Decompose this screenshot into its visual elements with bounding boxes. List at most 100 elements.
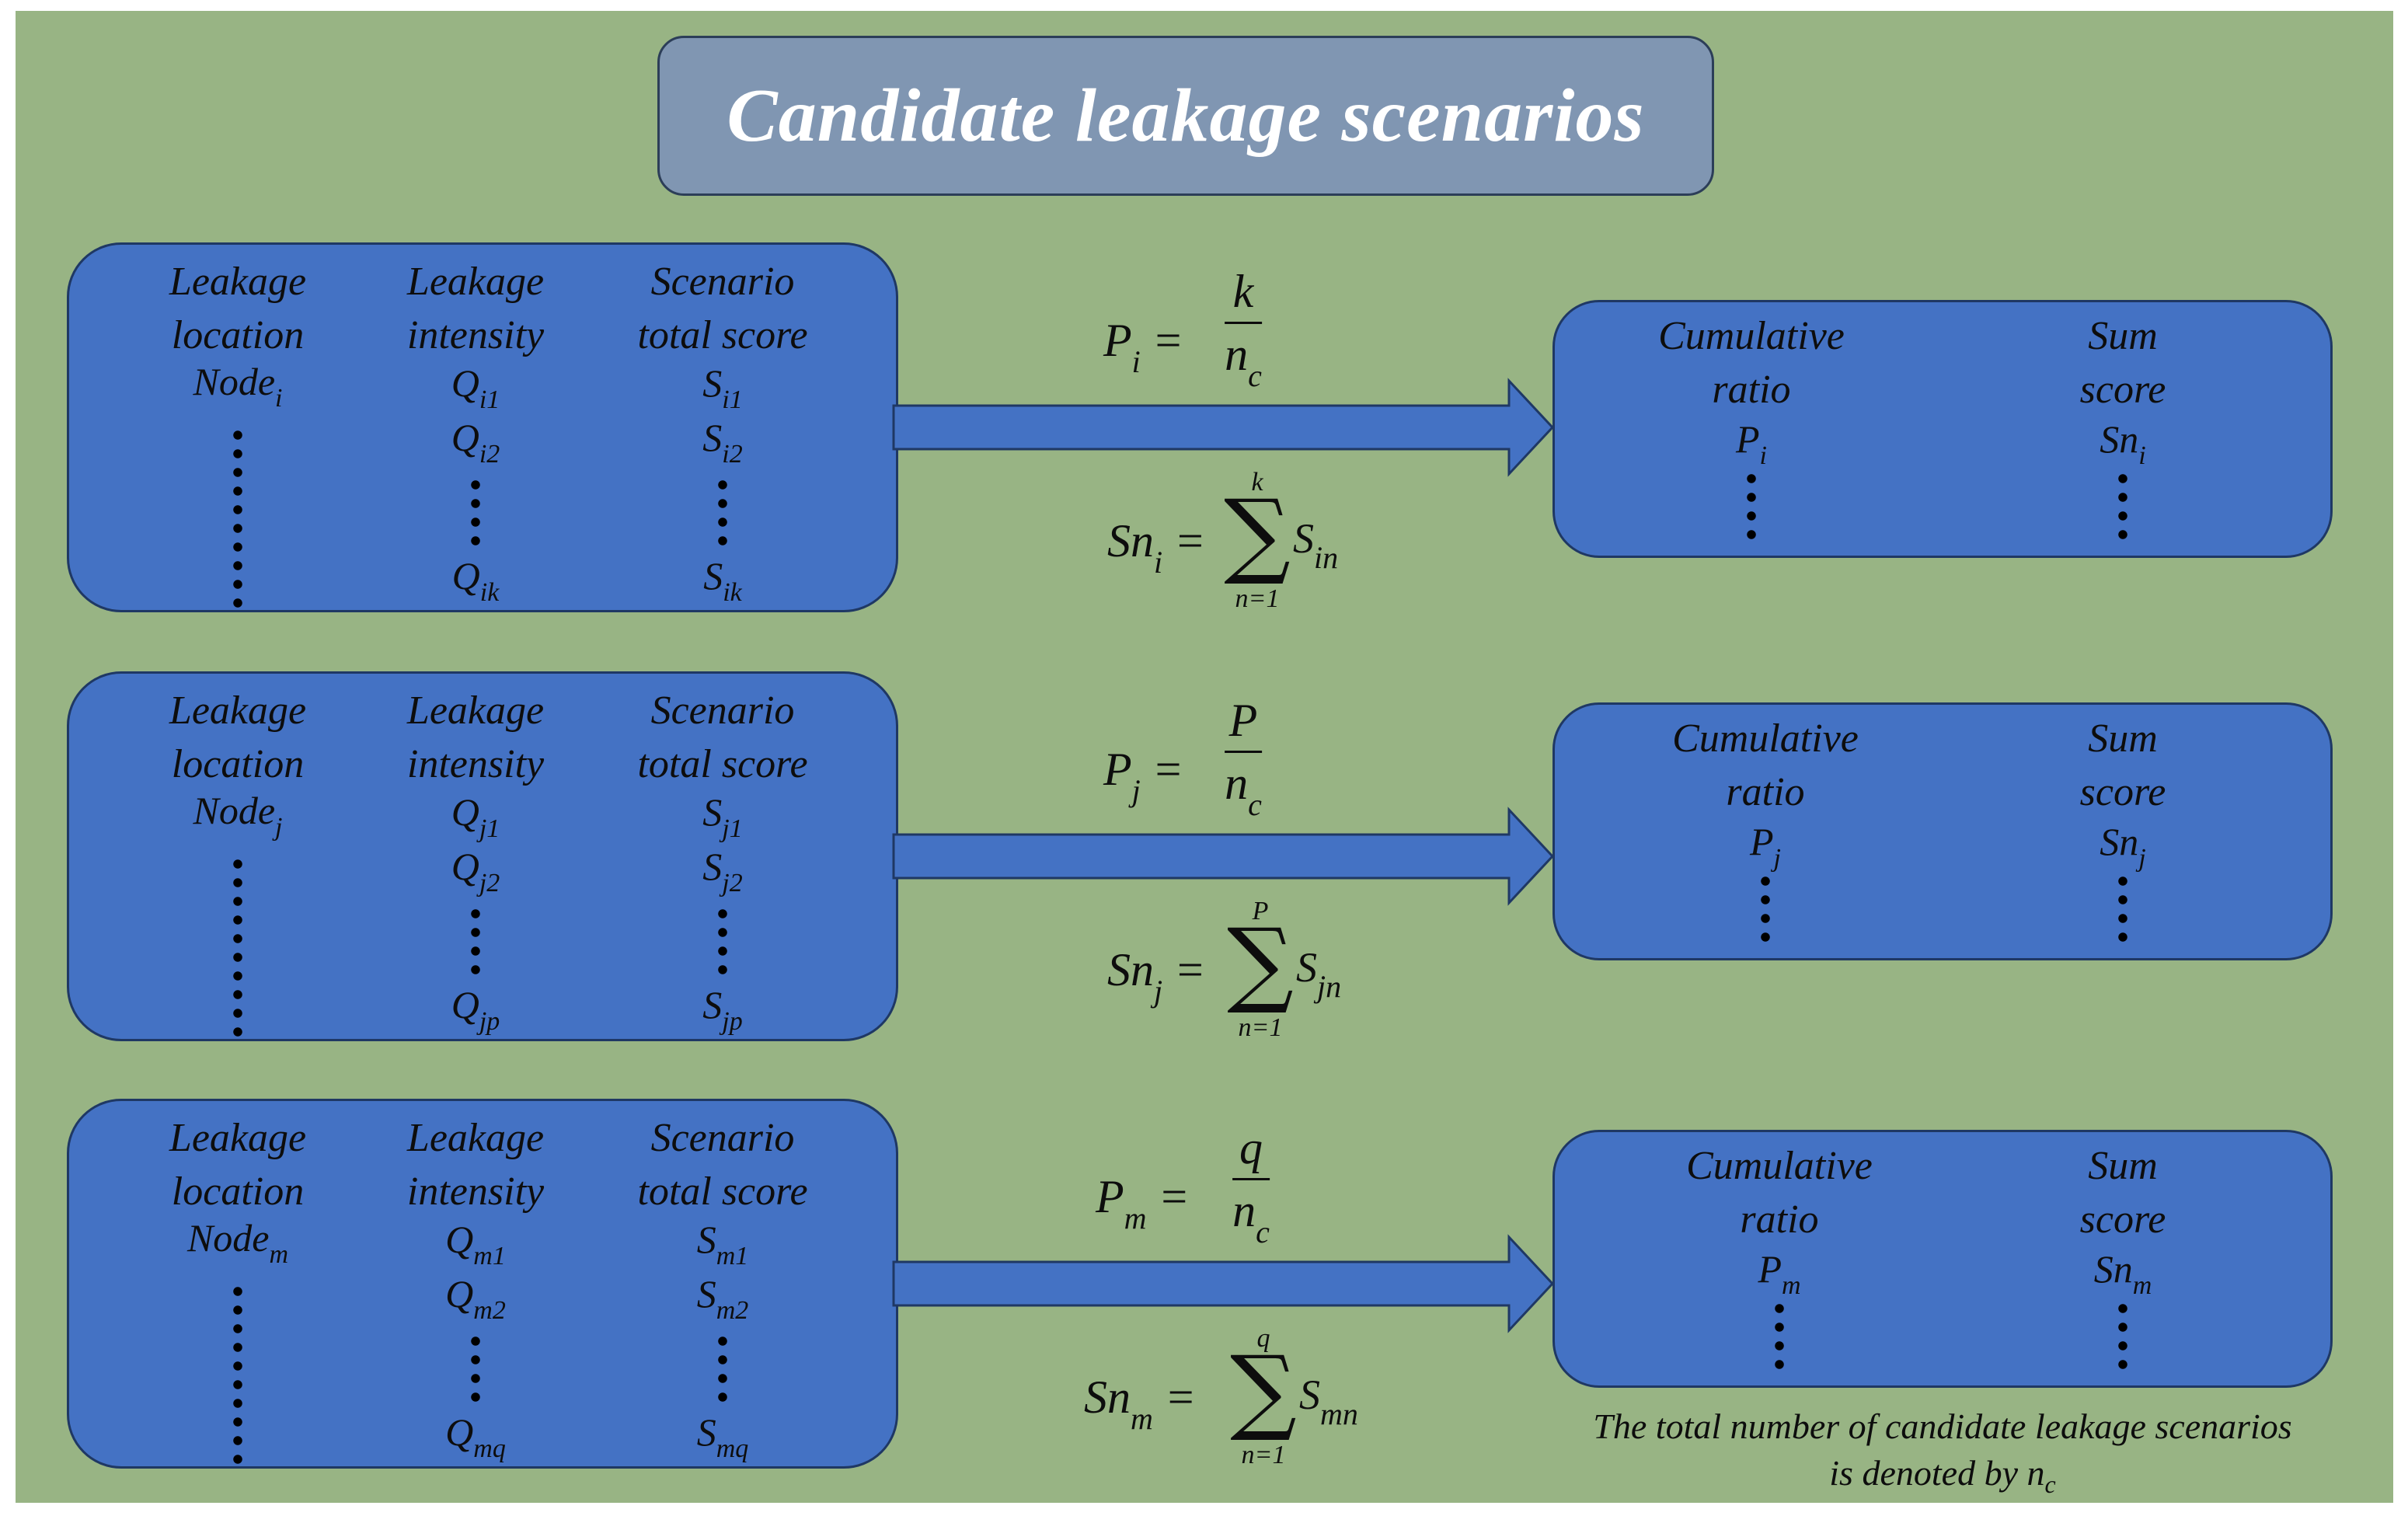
flow-arrow-0: [892, 378, 1555, 477]
cumulative-ratio-dots-0: [1747, 469, 1756, 544]
p-lhs-sub: j: [1131, 773, 1141, 808]
node-label-2: Nodem: [187, 1215, 289, 1269]
location-header-line2: location: [171, 742, 305, 786]
p-den-sub: c: [1256, 1215, 1270, 1249]
s-first-0: Si1: [702, 361, 742, 414]
p-denominator: nc: [1232, 1185, 1270, 1252]
sn-equation-lhs-0: Sni =: [1107, 514, 1206, 580]
intensity-header-line1: Leakage: [406, 260, 545, 304]
p-lhs-base: P: [1096, 1171, 1124, 1222]
cumulative-ratio-symbol-0: Pi: [1736, 416, 1767, 470]
node-label-2-sub: m: [269, 1240, 289, 1269]
q-second-1: Qj2: [451, 844, 500, 897]
node-dots-1: [233, 855, 242, 1041]
q-last-0-base: Q: [451, 554, 480, 598]
p-den-base: n: [1225, 329, 1249, 380]
sum-term-1: Sjn: [1296, 943, 1341, 1004]
s-first-1-base: S: [702, 790, 723, 834]
q-second-2: Qm2: [445, 1271, 506, 1325]
equals-sign: =: [1140, 315, 1184, 366]
footnote-symbol: n: [2026, 1453, 2045, 1493]
node-label-0-base: Node: [193, 360, 276, 403]
q-second-1-base: Q: [451, 845, 479, 888]
footnote: The total number of candidate leakage sc…: [1593, 1403, 2291, 1507]
cumulative-ratio-symbol-1-base: P: [1750, 820, 1774, 863]
equals-sign: =: [1146, 1171, 1190, 1222]
sum-lower-limit-0: n=1: [1235, 584, 1280, 613]
sum-term-base: S: [1299, 1371, 1320, 1418]
p-numerator: q: [1239, 1122, 1263, 1173]
cumulative-ratio-symbol-2-sub: m: [1781, 1271, 1801, 1300]
s-last-2: Smq: [697, 1410, 749, 1463]
location-header-line2: location: [171, 313, 305, 357]
result-box-0: [1552, 300, 2333, 558]
equals-sign: =: [1162, 944, 1206, 995]
sum-score-dots-1: [2118, 872, 2127, 946]
q-last-0: Qik: [451, 553, 500, 607]
location-header-line1: Leakage: [169, 260, 307, 304]
title-box: Candidate leakage scenarios: [657, 36, 1714, 196]
cumulative-ratio-line1: Cumulative: [1672, 716, 1859, 761]
q-second-0-sub: i2: [479, 440, 500, 469]
sigma-symbol-1: ∑: [1227, 909, 1294, 1017]
sum-score-line2: score: [2079, 770, 2166, 814]
cumulative-ratio-dots-1: [1761, 872, 1770, 946]
s-second-2: Sm2: [697, 1271, 749, 1325]
sum-score-symbol-1-sub: j: [2138, 844, 2146, 873]
q-dots-0: [471, 476, 480, 550]
score-header-line1: Scenario: [650, 688, 795, 733]
sum-term-sub: jn: [1317, 968, 1342, 1004]
q-second-1-sub: j2: [479, 869, 500, 897]
scenario-box-0: [67, 242, 898, 612]
s-first-2-sub: m1: [716, 1242, 749, 1270]
q-first-0-sub: i1: [479, 385, 500, 414]
sum-score-symbol-2-base: Sn: [2093, 1247, 2133, 1291]
q-last-1-sub: jp: [479, 1007, 500, 1036]
sum-score-line2: score: [2079, 1197, 2166, 1242]
intensity-header-line1: Leakage: [406, 688, 545, 733]
q-last-1-base: Q: [451, 983, 479, 1026]
sum-score-symbol-0: Sni: [2100, 416, 2145, 470]
sn-lhs-sub: m: [1131, 1401, 1153, 1436]
location-header-line1: Leakage: [169, 1116, 307, 1160]
p-denominator: nc: [1225, 758, 1262, 824]
q-second-0-base: Q: [451, 416, 479, 459]
s-second-0-sub: i2: [722, 440, 743, 469]
p-den-base: n: [1225, 758, 1249, 809]
q-first-1: Qj1: [451, 789, 500, 843]
location-header-line1: Leakage: [169, 688, 307, 733]
cumulative-ratio-symbol-1: Pj: [1750, 819, 1781, 873]
p-equation-lhs-0: Pi =: [1103, 314, 1184, 379]
p-lhs-base: P: [1103, 744, 1132, 795]
equals-sign: =: [1162, 515, 1206, 566]
q-first-2-sub: m1: [473, 1242, 506, 1270]
sn-lhs-sub: i: [1154, 545, 1163, 580]
cumulative-ratio-line2: ratio: [1740, 1197, 1819, 1242]
p-equation-lhs-2: Pm =: [1096, 1170, 1190, 1235]
q-second-2-sub: m2: [473, 1296, 506, 1325]
sum-upper-limit-0: k: [1251, 468, 1263, 497]
scenario-box-2: [67, 1099, 898, 1469]
s-second-0-base: S: [702, 416, 723, 459]
s-last-0-sub: ik: [723, 578, 742, 607]
s-first-2-base: S: [696, 1218, 716, 1261]
sum-lower-limit-1: n=1: [1238, 1013, 1283, 1042]
p-numerator: P: [1228, 695, 1258, 746]
cumulative-ratio-line1: Cumulative: [1686, 1144, 1873, 1188]
s-second-1-sub: j2: [722, 869, 743, 897]
q-first-1-base: Q: [451, 790, 479, 834]
fraction-bar: [1225, 322, 1262, 324]
q-last-2-sub: mq: [473, 1434, 506, 1463]
q-last-2-base: Q: [445, 1410, 474, 1454]
flow-arrow-2: [892, 1234, 1555, 1333]
s-second-0: Si2: [702, 415, 743, 469]
cumulative-ratio-symbol-0-sub: i: [1759, 441, 1767, 470]
cumulative-ratio-symbol-0-base: P: [1736, 417, 1760, 461]
result-box-1: [1552, 702, 2333, 960]
